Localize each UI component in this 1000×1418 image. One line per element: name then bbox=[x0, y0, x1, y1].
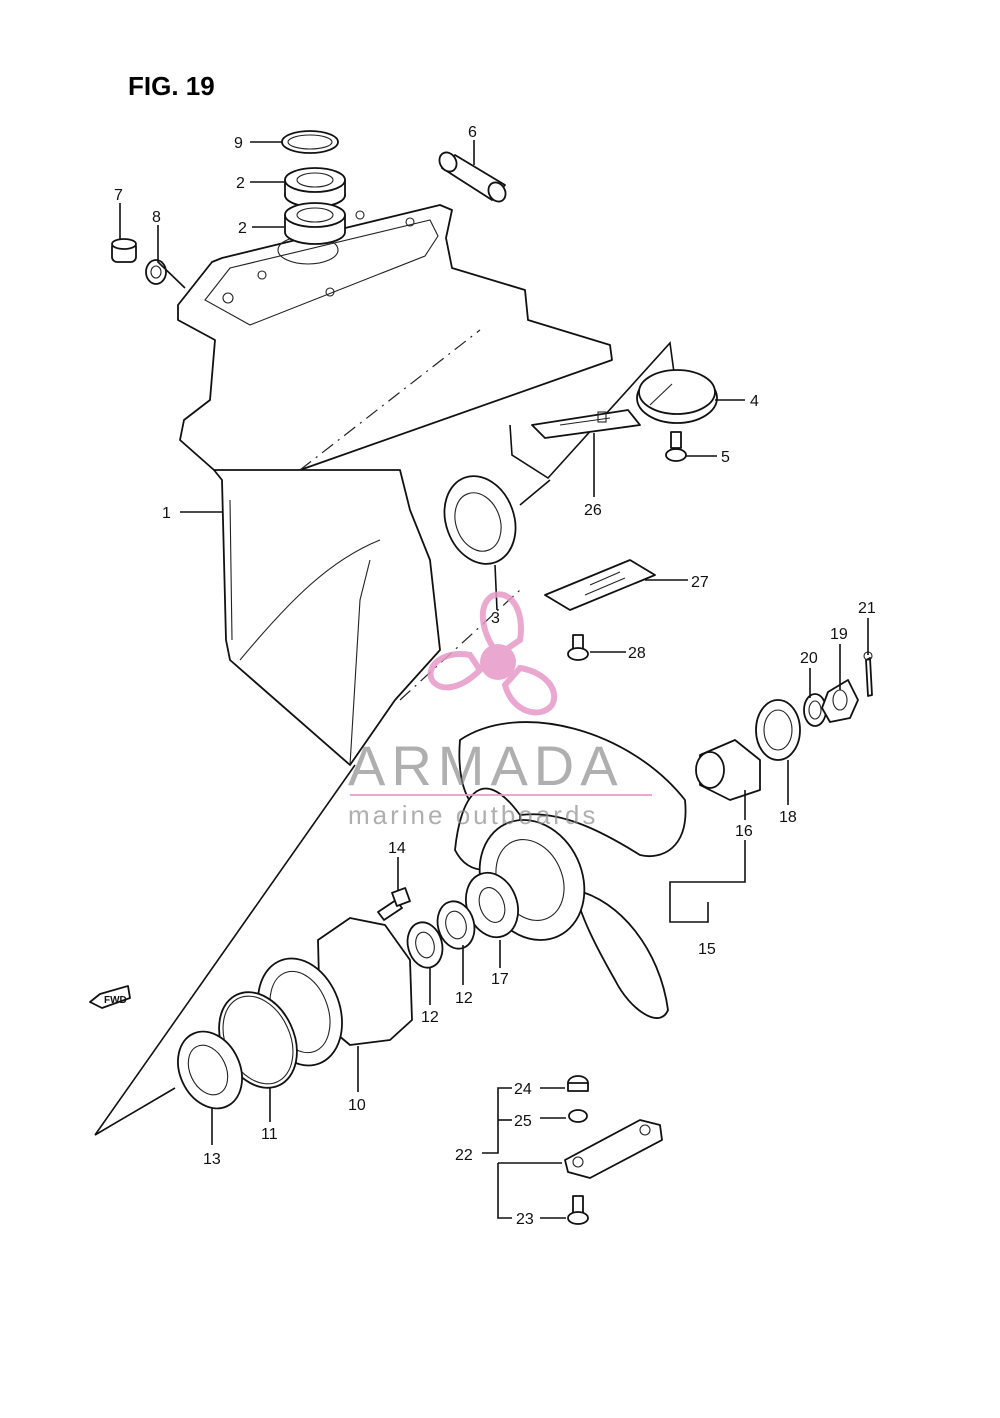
callout-27: 27 bbox=[691, 574, 709, 591]
callout-14: 14 bbox=[388, 840, 406, 857]
callout-17: 17 bbox=[491, 971, 509, 988]
propeller-nut bbox=[821, 679, 859, 723]
callout-5: 5 bbox=[721, 449, 730, 466]
guide-line bbox=[509, 341, 676, 480]
needle-bearing-lower bbox=[284, 202, 346, 245]
armada-watermark: ARMADA marine outboards bbox=[348, 591, 652, 830]
callout-26: 26 bbox=[584, 502, 602, 519]
callout-20: 20 bbox=[800, 650, 818, 667]
anode-bracket-set bbox=[564, 1075, 663, 1225]
fwd-label: FWD bbox=[104, 995, 127, 1006]
watermark-tagline: marine outboards bbox=[348, 800, 598, 830]
callout-24: 24 bbox=[514, 1081, 532, 1098]
ball-bearing bbox=[443, 475, 517, 565]
figure-title: FIG. 19 bbox=[128, 71, 215, 101]
callout-23: 23 bbox=[516, 1211, 534, 1228]
propeller-logo-icon bbox=[427, 591, 558, 716]
callout-22: 22 bbox=[455, 1147, 473, 1164]
callout-7: 7 bbox=[114, 187, 123, 204]
callout-16: 16 bbox=[735, 823, 753, 840]
callout-12: 12 bbox=[455, 990, 473, 1007]
guide-line bbox=[94, 764, 356, 1136]
gasket-washer bbox=[145, 259, 167, 285]
propeller-shaft-bearing bbox=[177, 1030, 243, 1110]
water-inlet-cover bbox=[531, 409, 641, 439]
callout-28: 28 bbox=[628, 645, 646, 662]
callout-15: 15 bbox=[698, 941, 716, 958]
guide-line bbox=[299, 329, 481, 471]
leader-lines bbox=[119, 140, 869, 1219]
callout-18: 18 bbox=[779, 809, 797, 826]
propeller-bushing bbox=[695, 739, 761, 801]
callout-13: 13 bbox=[203, 1151, 221, 1168]
callout-9: 9 bbox=[234, 135, 243, 152]
housing-bolt bbox=[377, 887, 411, 921]
needle-bearing-upper bbox=[284, 167, 346, 208]
trim-anode bbox=[636, 369, 718, 424]
oil-seal-outer bbox=[436, 900, 476, 950]
callout-11: 11 bbox=[261, 1126, 278, 1143]
circlip bbox=[281, 130, 339, 154]
water-inlet-screen bbox=[544, 559, 656, 611]
callout-2: 2 bbox=[236, 175, 245, 192]
gearcase-housing bbox=[177, 204, 613, 766]
callout-12: 12 bbox=[421, 1009, 439, 1026]
callout-6: 6 bbox=[468, 124, 477, 141]
watermark-brand: ARMADA bbox=[348, 734, 624, 797]
guide-line bbox=[519, 479, 551, 506]
callout-25: 25 bbox=[514, 1113, 532, 1130]
anode-bolt bbox=[665, 431, 687, 462]
cotter-pin bbox=[863, 651, 873, 697]
propeller-spacer bbox=[755, 699, 801, 761]
callout-21: 21 bbox=[858, 600, 876, 617]
callout-1: 1 bbox=[162, 505, 171, 522]
dowel-pin bbox=[438, 151, 507, 203]
callout-4: 4 bbox=[750, 393, 759, 410]
drain-plug bbox=[111, 238, 137, 263]
callout-2: 2 bbox=[238, 220, 247, 237]
callout-10: 10 bbox=[348, 1097, 366, 1114]
forward-direction-marker: FWD bbox=[89, 985, 131, 1009]
callout-8: 8 bbox=[152, 209, 161, 226]
callout-19: 19 bbox=[830, 626, 848, 643]
oil-seal-inner bbox=[406, 921, 444, 969]
inlet-screw bbox=[567, 634, 589, 661]
callout-3: 3 bbox=[491, 610, 500, 627]
